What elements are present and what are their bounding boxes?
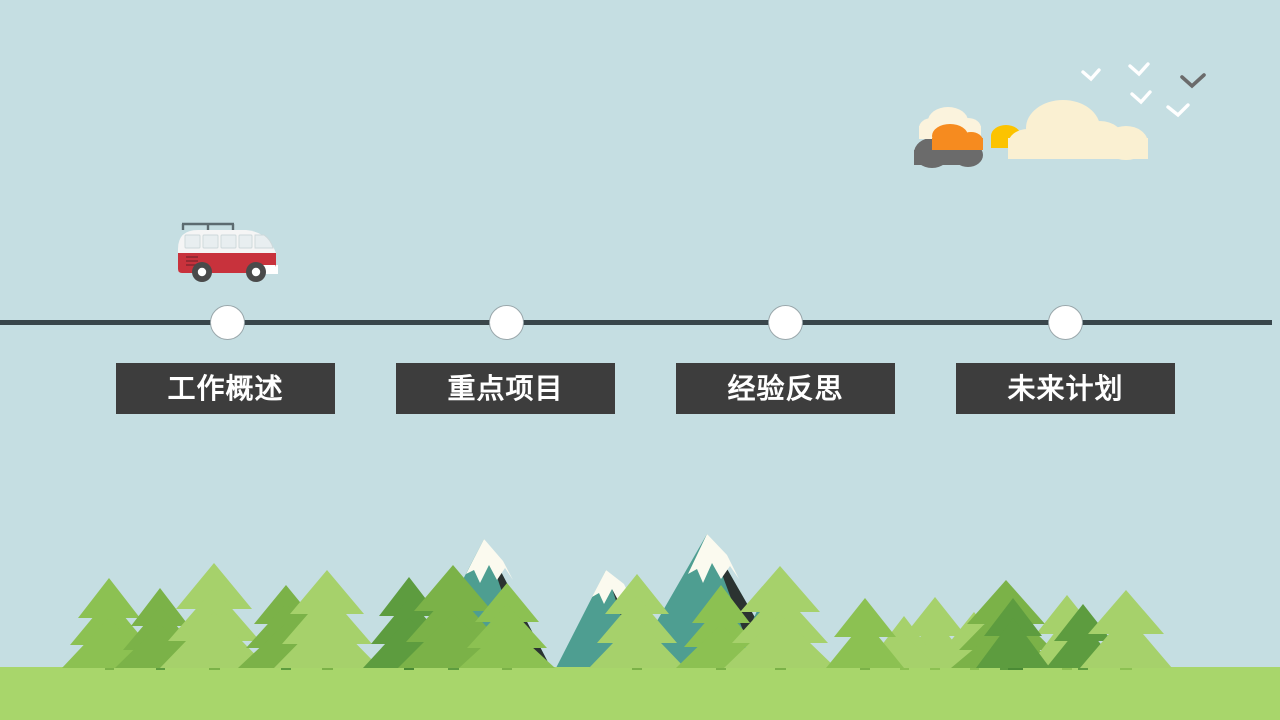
bus-windows (184, 234, 274, 249)
timeline-label-box-4[interactable]: 未来计划 (956, 363, 1175, 414)
bus-roof-rack (181, 222, 235, 230)
timeline-label-box-3[interactable]: 经验反思 (676, 363, 895, 414)
tree-cluster-right (826, 580, 1172, 670)
timeline-node-2[interactable] (489, 305, 524, 340)
timeline-node-4[interactable] (1048, 305, 1083, 340)
bird-gray-1 (1180, 73, 1206, 89)
bird-white-2 (1128, 62, 1150, 77)
bird-white-3 (1130, 90, 1152, 105)
bird-white-4 (1166, 103, 1190, 118)
timeline-label-text-3: 经验反思 (727, 372, 844, 404)
retro-bus-icon (172, 219, 284, 289)
timeline-node-1[interactable] (210, 305, 245, 340)
bus-wheels (192, 262, 266, 282)
timeline-label-box-1[interactable]: 工作概述 (116, 363, 335, 414)
cream-cloud-large (1008, 100, 1148, 160)
timeline-label-box-2[interactable]: 重点项目 (396, 363, 615, 414)
timeline-label-text-2: 重点项目 (447, 372, 564, 404)
ground-plane (0, 667, 1280, 720)
tree-cluster-center (589, 566, 836, 670)
bird-white-1 (1081, 68, 1101, 82)
timeline-label-text-1: 工作概述 (167, 372, 284, 404)
timeline-axis (0, 320, 1272, 325)
orange-cloud (932, 124, 983, 150)
timeline-node-3[interactable] (768, 305, 803, 340)
timeline-label-text-4: 未来计划 (1007, 372, 1124, 404)
tree-cluster-left (62, 563, 555, 670)
